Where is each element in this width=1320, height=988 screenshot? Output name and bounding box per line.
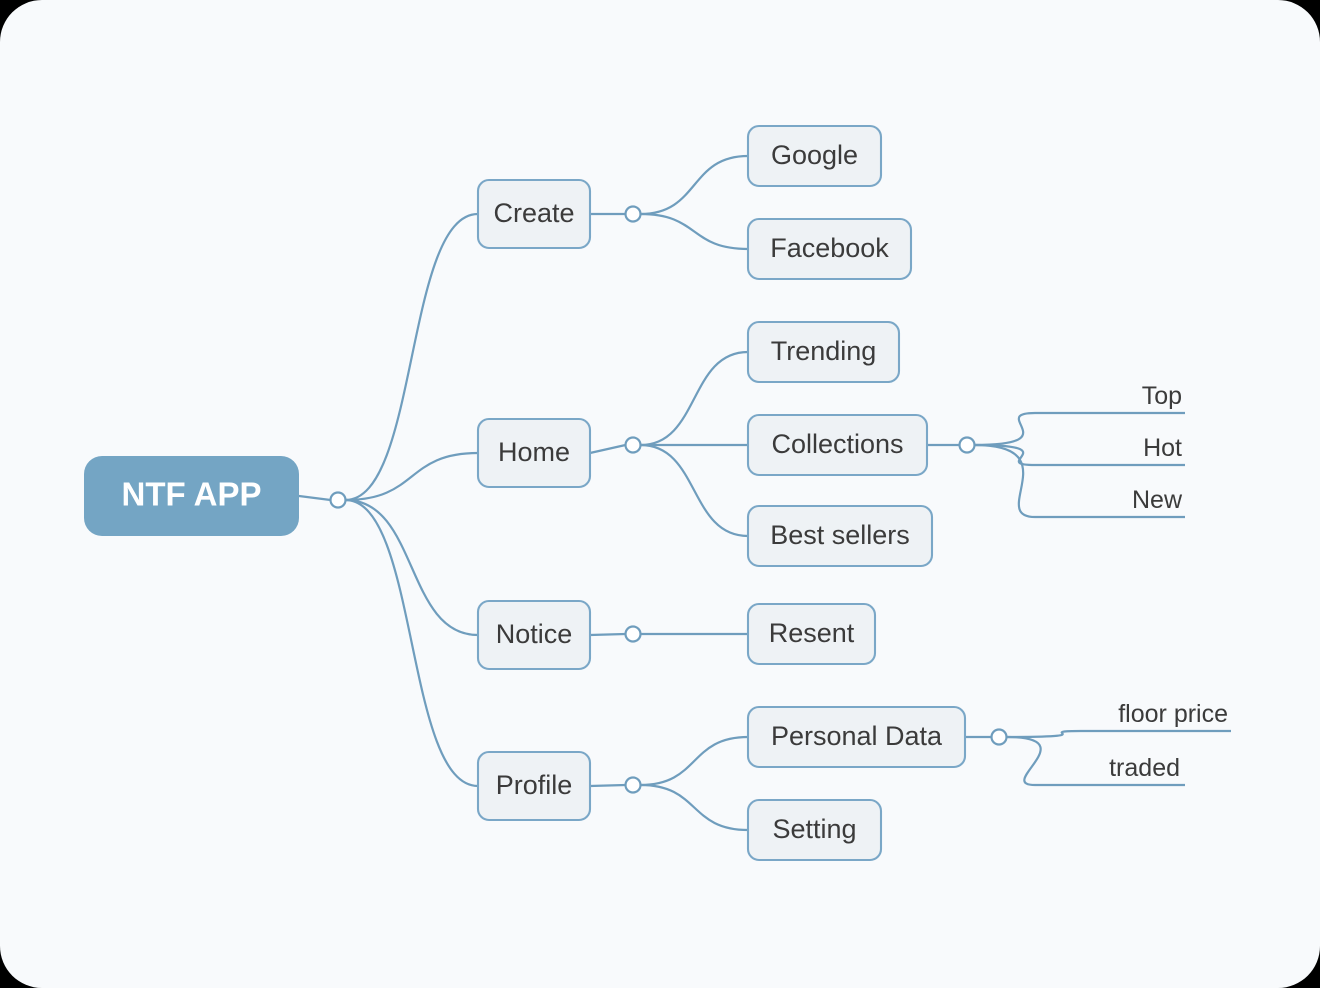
node-traded[interactable]: traded <box>1109 754 1180 782</box>
node-box-notice[interactable] <box>476 599 592 671</box>
edge-profile-to-setting <box>639 783 750 832</box>
node-label-best-sellers: Best sellers <box>770 520 910 550</box>
node-box-undefined[interactable] <box>84 456 299 536</box>
node-notice[interactable]: Notice <box>476 599 592 671</box>
node-label-setting: Setting <box>772 814 856 844</box>
node-box-google[interactable] <box>746 124 883 188</box>
edge-stem-profile <box>588 783 627 788</box>
edge-to-top <box>974 411 1185 447</box>
edge-to-hot <box>974 443 1185 467</box>
node-facebook[interactable]: Facebook <box>746 217 913 281</box>
junction-personal-data[interactable] <box>990 728 1008 746</box>
node-setting[interactable]: Setting <box>746 798 883 862</box>
node-collections[interactable]: Collections <box>746 413 929 477</box>
node-label-facebook: Facebook <box>770 233 889 263</box>
edge-create-to-facebook <box>639 212 750 251</box>
edge-create-to-google <box>639 154 750 216</box>
edge-to-traded <box>1006 735 1185 787</box>
node-box-setting[interactable] <box>746 798 883 862</box>
node-best-sellers[interactable]: Best sellers <box>746 504 934 568</box>
node-label-undefined: NTF APP <box>122 476 262 513</box>
node-label-create: Create <box>493 198 574 228</box>
edge-home-to-best-sellers <box>639 443 750 538</box>
node-personal-data[interactable]: Personal Data <box>746 705 967 769</box>
node-label-floor-price: floor price <box>1118 700 1228 728</box>
edge-stem-notice <box>588 632 627 637</box>
junction-profile[interactable] <box>624 776 642 794</box>
node-profile[interactable]: Profile <box>476 750 592 822</box>
node-undefined[interactable]: NTF APP <box>84 456 299 536</box>
node-hot[interactable]: Hot <box>1143 434 1182 462</box>
edge-to-floor-price <box>1006 729 1231 739</box>
edge-home-to-trending <box>639 350 750 447</box>
node-label-home: Home <box>498 437 570 467</box>
node-new[interactable]: New <box>1132 486 1183 514</box>
node-box-resent[interactable] <box>746 602 877 666</box>
node-label-resent: Resent <box>769 618 855 648</box>
node-label-top: Top <box>1142 382 1182 410</box>
edge-root-to-profile <box>344 498 480 788</box>
node-label-notice: Notice <box>496 619 573 649</box>
node-label-collections: Collections <box>771 429 903 459</box>
junction-home[interactable] <box>624 436 642 454</box>
node-box-profile[interactable] <box>476 750 592 822</box>
node-floor-price[interactable]: floor price <box>1118 700 1228 728</box>
node-label-hot: Hot <box>1143 434 1182 462</box>
node-label-traded: traded <box>1109 754 1180 782</box>
node-home[interactable]: Home <box>476 417 592 489</box>
node-google[interactable]: Google <box>746 124 883 188</box>
junction-create[interactable] <box>624 205 642 223</box>
node-create[interactable]: Create <box>476 178 592 250</box>
edge-stem-home <box>588 443 627 455</box>
edge-root-to-create <box>344 212 480 502</box>
node-box-collections[interactable] <box>746 413 929 477</box>
node-box-home[interactable] <box>476 417 592 489</box>
node-box-personal-data[interactable] <box>746 705 967 769</box>
junction-notice[interactable] <box>624 625 642 643</box>
node-label-google: Google <box>771 140 858 170</box>
edge-root-to-notice <box>344 498 480 637</box>
edge-to-new <box>974 443 1185 519</box>
node-box-best-sellers[interactable] <box>746 504 934 568</box>
node-trending[interactable]: Trending <box>746 320 901 384</box>
junction-root[interactable] <box>329 491 347 509</box>
edges-layer <box>297 154 1231 832</box>
node-box-facebook[interactable] <box>746 217 913 281</box>
node-top[interactable]: Top <box>1142 382 1182 410</box>
edge-root-stem <box>297 494 332 502</box>
node-label-new: New <box>1132 486 1183 514</box>
node-box-trending[interactable] <box>746 320 901 384</box>
node-resent[interactable]: Resent <box>746 602 877 666</box>
node-label-profile: Profile <box>496 770 573 800</box>
node-label-trending: Trending <box>771 336 877 366</box>
junction-collections[interactable] <box>958 436 976 454</box>
edge-profile-to-personal-data <box>639 735 750 787</box>
edge-root-to-home <box>344 451 480 502</box>
node-box-create[interactable] <box>476 178 592 250</box>
node-label-personal-data: Personal Data <box>771 721 943 751</box>
